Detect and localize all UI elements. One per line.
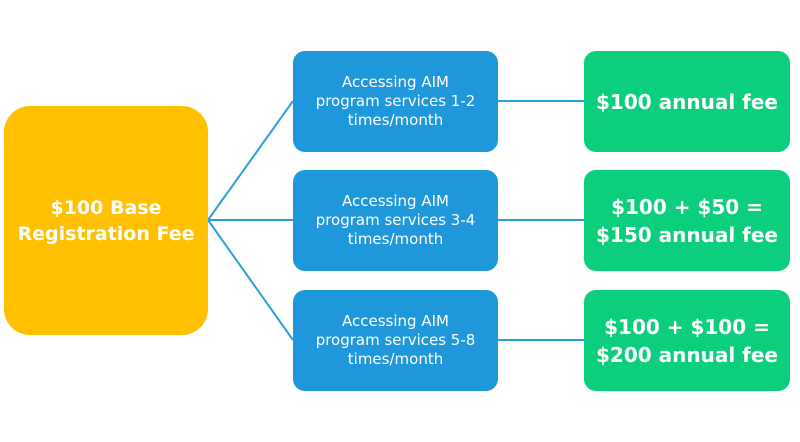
fee-2-line-1: $100 + $50 = — [611, 194, 763, 219]
tier-1-line-2: program services 1-2 — [315, 92, 476, 110]
tier-2-line-2: program services 3-4 — [315, 211, 476, 229]
fee-box-3: $100 + $100 = $200 annual fee — [584, 290, 790, 391]
base-fee-line-2: Registration Fee — [17, 222, 195, 245]
base-registration-fee-box: $100 Base Registration Fee — [4, 106, 208, 335]
tier-2-line-1: Accessing AIM — [342, 192, 449, 210]
tier-3-line-1: Accessing AIM — [342, 312, 449, 330]
fee-3-line-1: $100 + $100 = — [604, 314, 770, 339]
fee-text-1: $100 annual fee — [596, 88, 778, 116]
fee-text-2: $100 + $50 = $150 annual fee — [596, 193, 778, 249]
fee-box-2: $100 + $50 = $150 annual fee — [584, 170, 790, 271]
tier-1-line-3: times/month — [347, 111, 444, 129]
tier-text-3: Accessing AIM program services 5-8 times… — [316, 312, 476, 369]
base-registration-fee-text: $100 Base Registration Fee — [18, 195, 195, 247]
fee-2-line-2: $150 annual fee — [596, 222, 778, 247]
tier-text-2: Accessing AIM program services 3-4 times… — [316, 192, 476, 249]
base-fee-line-1: $100 Base — [50, 196, 162, 219]
tier-box-2: Accessing AIM program services 3-4 times… — [293, 170, 498, 271]
tier-3-line-3: times/month — [347, 350, 444, 368]
fee-text-3: $100 + $100 = $200 annual fee — [596, 313, 778, 369]
fee-3-line-2: $200 annual fee — [596, 342, 778, 367]
tier-2-line-3: times/month — [347, 230, 444, 248]
tier-text-1: Accessing AIM program services 1-2 times… — [316, 73, 476, 130]
connector-base-to-tier-3 — [207, 219, 294, 341]
fee-box-1: $100 annual fee — [584, 51, 790, 152]
tier-box-3: Accessing AIM program services 5-8 times… — [293, 290, 498, 391]
fee-1-line-1: $100 annual fee — [596, 89, 778, 114]
tier-box-1: Accessing AIM program services 1-2 times… — [293, 51, 498, 152]
tier-3-line-2: program services 5-8 — [315, 331, 476, 349]
connector-base-to-tier-1 — [207, 100, 294, 221]
tier-1-line-1: Accessing AIM — [342, 73, 449, 91]
